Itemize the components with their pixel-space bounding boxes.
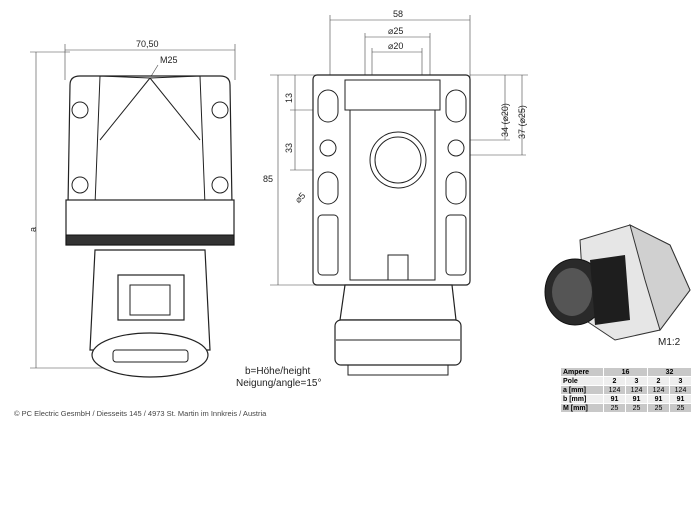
copyright-footer: © PC Electric GesmbH / Diesseits 145 / 4… (14, 409, 267, 418)
dia25-label: ⌀25 (388, 26, 403, 36)
angle-note: Neigung/angle=15° (236, 378, 321, 389)
table-cell: 3 (669, 376, 692, 386)
table-cell: 3 (625, 376, 648, 386)
table-header: Ampere (560, 367, 604, 377)
table-cell: 2 (603, 376, 626, 386)
side-view: 70,50 M25 a (28, 39, 236, 378)
table-cell: 91 (603, 394, 626, 404)
table-cell: 124 (625, 385, 648, 395)
scale-label: M1:2 (658, 337, 681, 348)
side-width-label: 70,50 (136, 39, 159, 49)
dim85-label: 85 (263, 174, 273, 184)
thread-label: M25 (160, 55, 178, 65)
table-cell: 25 (625, 403, 648, 413)
height-a-label: a (28, 227, 38, 232)
dim34-label: 34 (⌀20) (500, 103, 510, 137)
table-cell: 25 (647, 403, 670, 413)
front-width-label: 58 (393, 9, 403, 19)
product-3d-image: M1:2 (544, 224, 691, 348)
table-cell: 124 (669, 385, 692, 395)
height-note: b=Höhe/height (245, 366, 311, 377)
table-header: 32 (647, 367, 692, 377)
hole-label: ⌀5 (293, 190, 307, 204)
table-cell: 124 (647, 385, 670, 395)
table-cell: 2 (647, 376, 670, 386)
table-header: 16 (603, 367, 648, 377)
table-cell: M [mm] (560, 403, 604, 413)
dim33-label: 33 (284, 143, 294, 153)
front-view: 58 ⌀25 ⌀20 13 33 85 ⌀5 34 (⌀20) 37 (⌀25) (263, 9, 528, 376)
table-cell: 124 (603, 385, 626, 395)
table-cell: 25 (603, 403, 626, 413)
table-cell: Pole (560, 376, 604, 386)
table-cell: b [mm] (560, 394, 604, 404)
table-cell: 91 (625, 394, 648, 404)
table-cell: 91 (647, 394, 670, 404)
dia20-label: ⌀20 (388, 41, 403, 51)
table-cell: 25 (669, 403, 692, 413)
dim37-label: 37 (⌀25) (517, 105, 527, 139)
dim13-label: 13 (284, 93, 294, 103)
table-cell: a [mm] (560, 385, 604, 395)
table-cell: 91 (669, 394, 692, 404)
